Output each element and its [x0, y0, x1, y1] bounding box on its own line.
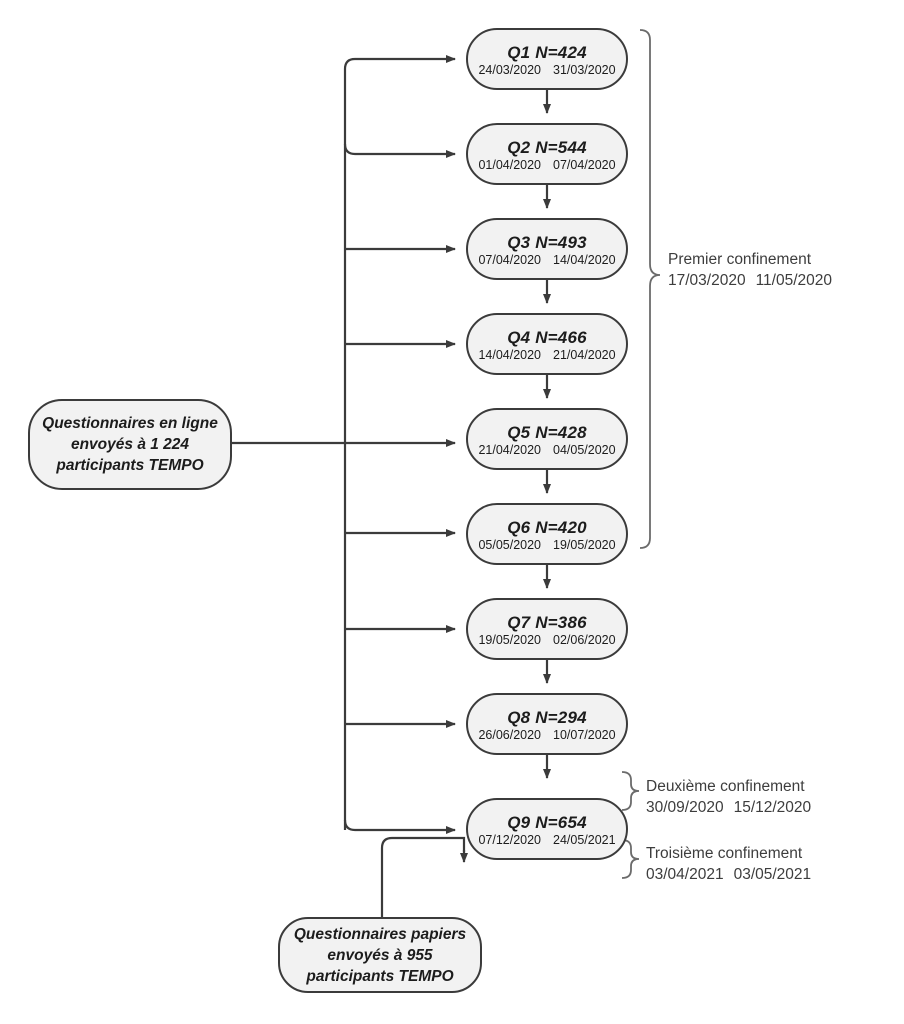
source-paper-line2: envoyés à 955: [327, 946, 433, 964]
q7-date-end: 02/06/2020: [553, 632, 616, 647]
q5-title: Q5 N=428: [507, 422, 587, 442]
connector-trunk-to-q9: [343, 819, 456, 834]
questionnaire-node-q5[interactable]: Q5 N=428 21/04/2020 04/05/2020: [466, 408, 628, 470]
annotation-third-date-start: 03/04/2021: [646, 866, 724, 883]
brace-first-lockdown: [639, 29, 661, 549]
q2-dates: 01/04/2020 07/04/2020: [478, 157, 615, 173]
source-paper-line1: Questionnaires papiers: [293, 925, 467, 943]
questionnaire-node-q2[interactable]: Q2 N=544 01/04/2020 07/04/2020: [466, 123, 628, 185]
q2-date-end: 07/04/2020: [553, 157, 616, 172]
q5-dates: 21/04/2020 04/05/2020: [478, 442, 615, 458]
q5-date-start: 21/04/2020: [478, 442, 541, 457]
questionnaire-node-q9[interactable]: Q9 N=654 07/12/2020 24/05/2021: [466, 798, 628, 860]
q1-title: Q1 N=424: [507, 42, 587, 62]
annotation-first-date-start: 17/03/2020: [668, 272, 746, 289]
q1-date-end: 31/03/2020: [553, 62, 616, 77]
annotation-second-date-end: 15/12/2020: [733, 799, 812, 816]
q4-date-end: 21/04/2020: [553, 347, 616, 362]
q6-dates: 05/05/2020 19/05/2020: [478, 537, 615, 553]
annotation-third-date-end: 03/05/2021: [733, 866, 812, 883]
q7-date-start: 19/05/2020: [478, 632, 541, 647]
annotation-first-dates: 17/03/2020 11/05/2020: [668, 270, 832, 291]
annotation-first-lockdown: Premier confinement 17/03/2020 11/05/2020: [668, 249, 832, 291]
q3-date-end: 14/04/2020: [553, 252, 616, 267]
q6-title: Q6 N=420: [507, 517, 587, 537]
questionnaire-node-q4[interactable]: Q4 N=466 14/04/2020 21/04/2020: [466, 313, 628, 375]
q4-title: Q4 N=466: [507, 327, 587, 347]
brace-third-lockdown: [621, 839, 640, 879]
annotation-second-dates: 30/09/2020 15/12/2020: [646, 797, 811, 818]
connector-trunk-to-q1: [343, 55, 456, 70]
source-node-online-questionnaires[interactable]: Questionnaires en ligne envoyés à 1 224 …: [28, 399, 232, 490]
questionnaire-node-q3[interactable]: Q3 N=493 07/04/2020 14/04/2020: [466, 218, 628, 280]
annotation-third-dates: 03/04/2021 03/05/2021: [646, 864, 811, 885]
q7-title: Q7 N=386: [507, 612, 587, 632]
q8-dates: 26/06/2020 10/07/2020: [478, 727, 615, 743]
source-paper-line3: participants TEMPO: [306, 967, 454, 985]
q6-date-start: 05/05/2020: [478, 537, 541, 552]
annotation-third-lockdown: Troisième confinement 03/04/2021 03/05/20…: [646, 843, 811, 885]
q7-dates: 19/05/2020 02/06/2020: [478, 632, 615, 648]
q3-dates: 07/04/2020 14/04/2020: [478, 252, 615, 268]
questionnaire-node-q6[interactable]: Q6 N=420 05/05/2020 19/05/2020: [466, 503, 628, 565]
source-online-line3: participants TEMPO: [56, 457, 204, 474]
q2-title: Q2 N=544: [507, 137, 587, 157]
annotation-second-lockdown: Deuxième confinement 30/09/2020 15/12/202…: [646, 776, 811, 818]
questionnaire-node-q8[interactable]: Q8 N=294 26/06/2020 10/07/2020: [466, 693, 628, 755]
q9-title: Q9 N=654: [507, 812, 587, 832]
source-online-line1: Questionnaires en ligne: [42, 415, 218, 432]
q9-date-start: 07/12/2020: [478, 832, 541, 847]
questionnaire-node-q7[interactable]: Q7 N=386 19/05/2020 02/06/2020: [466, 598, 628, 660]
source-node-paper-questionnaires[interactable]: Questionnaires papiers envoyés à 955 par…: [278, 917, 482, 993]
q4-dates: 14/04/2020 21/04/2020: [478, 347, 615, 363]
q9-date-end: 24/05/2021: [553, 832, 616, 847]
q9-dates: 07/12/2020 24/05/2021: [478, 832, 615, 848]
q8-date-start: 26/06/2020: [478, 727, 541, 742]
q8-title: Q8 N=294: [507, 707, 587, 727]
connector-trunk-to-q2: [343, 143, 456, 158]
q5-date-end: 04/05/2020: [553, 442, 616, 457]
questionnaire-node-q1[interactable]: Q1 N=424 24/03/2020 31/03/2020: [466, 28, 628, 90]
annotation-second-label: Deuxième confinement: [646, 778, 805, 795]
q1-date-start: 24/03/2020: [478, 62, 541, 77]
source-online-line2: envoyés à 1 224: [70, 436, 190, 453]
annotation-second-date-start: 30/09/2020: [646, 799, 724, 816]
brace-second-lockdown: [621, 771, 640, 811]
annotation-first-date-end: 11/05/2020: [755, 272, 833, 289]
q3-date-start: 07/04/2020: [478, 252, 541, 267]
q1-dates: 24/03/2020 31/03/2020: [478, 62, 615, 78]
q6-date-end: 19/05/2020: [553, 537, 616, 552]
annotation-third-label: Troisième confinement: [646, 845, 803, 862]
connector-paper-to-q9: [380, 836, 466, 917]
q4-date-start: 14/04/2020: [478, 347, 541, 362]
q2-date-start: 01/04/2020: [478, 157, 541, 172]
annotation-first-label: Premier confinement: [668, 251, 812, 268]
q3-title: Q3 N=493: [507, 232, 587, 252]
q8-date-end: 10/07/2020: [553, 727, 616, 742]
